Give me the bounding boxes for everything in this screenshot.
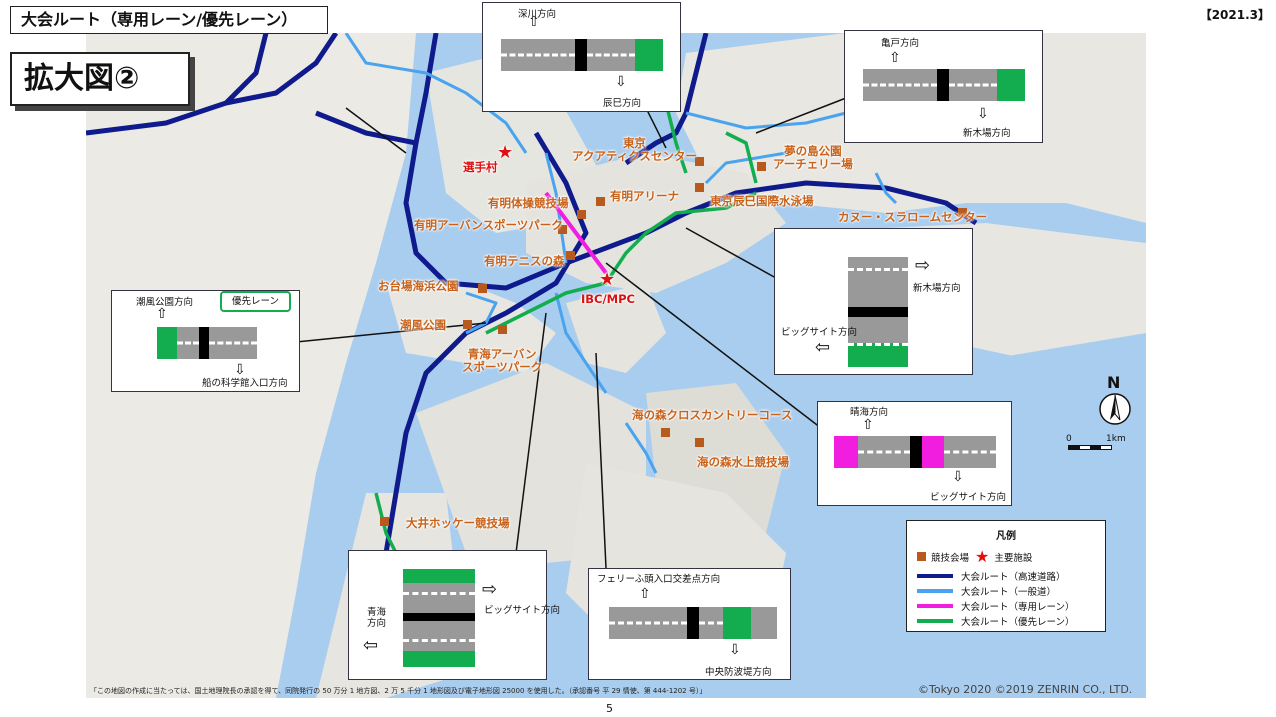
venue-label-sea-forest: 海の森水上競技場	[697, 455, 789, 469]
north-label: N	[1107, 373, 1121, 392]
legend-expressway-row: 大会ルート（高速道路）	[917, 569, 1066, 583]
venue-label-gymnastics: 有明体操競技場	[488, 196, 569, 210]
direction-label: フェリーふ頭入口交差点方向	[597, 574, 721, 585]
priority-lane-badge: 優先レーン	[220, 291, 292, 312]
star-icon: ★	[497, 142, 514, 163]
venue-marker	[695, 183, 704, 192]
callout-ferry: フェリーふ頭入口交差点方向 ⇧ ⇩ 中央防波堤方向	[588, 568, 791, 680]
facility-label-ibc: IBC/MPC	[581, 292, 635, 306]
callout-shiokaze: 潮風公園方向 ⇧ 優先レーン ⇩ 船の科学館入口方向	[111, 290, 300, 392]
venue-marker	[596, 197, 605, 206]
legend-venue-row: 競技会場 ★ 主要施設	[917, 547, 1032, 566]
venue-label-ariake-arena: 有明アリーナ	[610, 189, 679, 203]
scale-unit-label: 1km	[1106, 434, 1126, 444]
compass-icon	[1099, 393, 1131, 425]
venue-label-ariake-urban: 有明アーバンスポーツパーク	[414, 218, 563, 232]
facility-label-village: 選手村	[463, 160, 498, 174]
venue-marker	[577, 210, 586, 219]
legend-priority-row: 大会ルート（優先レーン）	[917, 614, 1075, 628]
direction-label: ビッグサイト方向	[484, 605, 561, 616]
page-number: 5	[606, 702, 613, 715]
legend: 凡例 競技会場 ★ 主要施設 大会ルート（高速道路） 大会ルート（一般道） 大会…	[906, 520, 1106, 632]
right-arrow-icon: ⇨	[482, 579, 498, 600]
venue-label-aquatics: 東京アクアティクスセンター	[572, 136, 697, 163]
venue-label-tennis: 有明テニスの森	[484, 254, 565, 268]
direction-label: 深川方向	[518, 9, 557, 20]
down-arrow-icon: ⇩	[729, 642, 741, 658]
page-title: 大会ルート（専用レーン/優先レーン）	[10, 6, 328, 34]
scale-zero-label: 0	[1066, 434, 1072, 444]
star-icon: ★	[599, 269, 616, 290]
up-arrow-icon: ⇧	[862, 417, 874, 433]
right-arrow-icon: ⇨	[915, 255, 931, 276]
direction-label: 中央防波堤方向	[705, 667, 772, 678]
left-arrow-icon: ⇦	[363, 635, 379, 656]
callout-fukagawa: ⇧ 深川方向 ⇩ 辰巳方向	[482, 2, 681, 112]
direction-label: ビッグサイト方向	[930, 492, 1007, 503]
venue-marker	[380, 517, 389, 526]
direction-label: 辰巳方向	[603, 98, 642, 109]
venue-label-oi-hockey: 大井ホッケー競技場	[406, 516, 510, 530]
venue-label-aomi-urban: 青海アーバンスポーツパーク	[462, 347, 543, 374]
legend-title: 凡例	[996, 531, 1016, 542]
up-arrow-icon: ⇧	[156, 306, 168, 322]
direction-label: 新木場方向	[913, 283, 961, 294]
venue-marker	[463, 320, 472, 329]
up-arrow-icon: ⇧	[528, 14, 540, 30]
up-arrow-icon: ⇧	[889, 50, 901, 66]
direction-label: 青海方向	[367, 607, 387, 629]
copyright: ©Tokyo 2020 ©2019 ZENRIN CO., LTD.	[918, 683, 1133, 696]
direction-label: 亀戸方向	[881, 38, 920, 49]
callout-aomi: ⇨ ビッグサイト方向 青海方向 ⇦	[348, 550, 560, 680]
venue-label-tatsumi: 東京辰巳国際水泳場	[710, 194, 814, 208]
venue-label-shiokaze: 潮風公園	[400, 318, 446, 332]
venue-marker	[558, 225, 567, 234]
left-arrow-icon: ⇦	[815, 337, 831, 358]
direction-label: 船の科学館入口方向	[202, 378, 288, 389]
date-label: 【2021.3】	[1199, 8, 1270, 22]
venue-marker	[661, 428, 670, 437]
venue-marker	[958, 208, 967, 217]
legend-general-row: 大会ルート（一般道）	[917, 584, 1056, 598]
callout-kameido: 亀戸方向 ⇧ ⇩ 新木場方向	[844, 30, 1043, 143]
scale-bar	[1068, 445, 1112, 450]
venue-marker	[695, 157, 704, 166]
direction-label: 新木場方向	[963, 128, 1011, 139]
footnote: 「この地図の作成に当たっては、国土地理院長の承認を得て、同院発行の 50 万分 …	[90, 687, 707, 695]
direction-label: ビッグサイト方向	[781, 327, 858, 338]
direction-label: 潮風公園方向	[136, 297, 194, 308]
legend-dedicated-row: 大会ルート（専用レーン）	[917, 599, 1075, 613]
star-icon: ★	[975, 547, 990, 566]
up-arrow-icon: ⇧	[639, 586, 651, 602]
venue-marker	[498, 325, 507, 334]
down-arrow-icon: ⇩	[234, 362, 246, 378]
down-arrow-icon: ⇩	[615, 74, 627, 90]
venue-marker	[757, 162, 766, 171]
venue-marker	[695, 438, 704, 447]
zoom-title: 拡大図②	[10, 52, 190, 106]
venue-label-cross-country: 海の森クロスカントリーコース	[632, 408, 793, 422]
venue-label-odaiba: お台場海浜公園	[378, 279, 459, 293]
venue-marker	[478, 284, 487, 293]
down-arrow-icon: ⇩	[952, 469, 964, 485]
callout-harumi: 晴海方向 ⇧ ⇩ ビッグサイト方向	[817, 401, 1012, 506]
venue-marker	[566, 251, 575, 260]
direction-label: 晴海方向	[850, 407, 889, 418]
down-arrow-icon: ⇩	[977, 106, 989, 122]
callout-shinkiba: ⇨ 新木場方向 ビッグサイト方向 ⇦	[774, 228, 973, 375]
venue-label-canoe: カヌー・スラロームセンター	[838, 210, 988, 224]
venue-label-archery: 夢の島公園アーチェリー場	[773, 144, 853, 171]
